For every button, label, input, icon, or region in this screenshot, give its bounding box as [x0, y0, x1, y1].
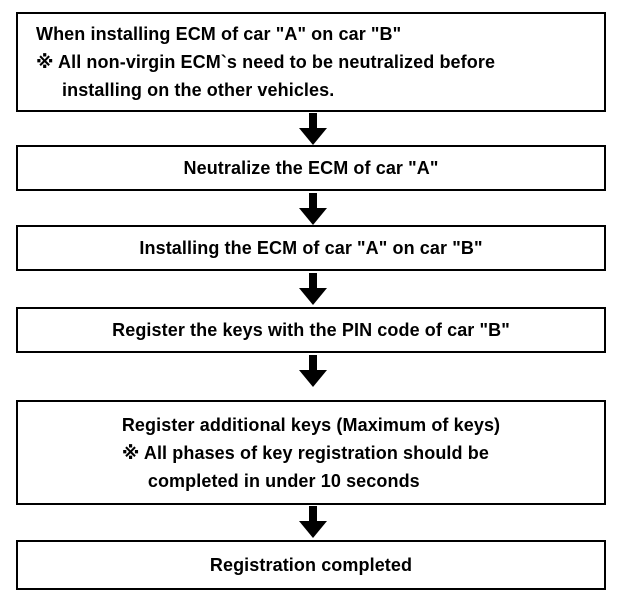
down-arrow-icon-4	[299, 355, 327, 387]
arrow-head	[299, 288, 327, 305]
flow-node-neutralize-label: Neutralize the ECM of car "A"	[183, 158, 439, 178]
arrow-shaft	[309, 193, 317, 210]
down-arrow-icon-2	[299, 193, 327, 225]
arrow-head	[299, 128, 327, 145]
down-arrow-icon-3	[299, 273, 327, 305]
flow-node-install-label: Installing the ECM of car "A" on car "B"	[139, 238, 483, 258]
flow-node-register-additional-line-2: ※ All phases of key registration should …	[121, 442, 489, 463]
flow-node-notice-line-3: installing on the other vehicles.	[62, 80, 335, 100]
arrow-head	[299, 208, 327, 225]
flow-node-completed-label: Registration completed	[209, 555, 413, 575]
flow-node-notice-line-2: ※ All non-virgin ECM`s need to be neutra…	[36, 52, 496, 72]
flow-node-register-additional: Register additional keys (Maximum of key…	[16, 400, 606, 505]
flow-node-register-pin: Register the keys with the PIN code of c…	[16, 307, 606, 353]
down-arrow-icon-1	[299, 113, 327, 145]
flow-node-completed: Registration completed	[16, 540, 606, 590]
flow-node-register-additional-line-1: Register additional keys (Maximum of key…	[121, 414, 501, 435]
arrow-head	[299, 370, 327, 387]
arrow-head	[299, 521, 327, 538]
arrow-shaft	[309, 355, 317, 372]
arrow-shaft	[309, 506, 317, 523]
arrow-shaft	[309, 273, 317, 290]
flow-node-register-additional-text: Register additional keys (Maximum of key…	[122, 411, 500, 495]
flow-node-notice: When installing ECM of car "A" on car "B…	[16, 12, 606, 112]
arrow-shaft	[309, 113, 317, 130]
down-arrow-icon-5	[299, 506, 327, 538]
flow-node-install: Installing the ECM of car "A" on car "B"	[16, 225, 606, 271]
flow-node-notice-line-1: When installing ECM of car "A" on car "B…	[36, 24, 402, 44]
flow-node-register-pin-label: Register the keys with the PIN code of c…	[112, 320, 510, 340]
flow-node-register-additional-line-3: completed in under 10 seconds	[147, 470, 420, 491]
flow-node-neutralize: Neutralize the ECM of car "A"	[16, 145, 606, 191]
